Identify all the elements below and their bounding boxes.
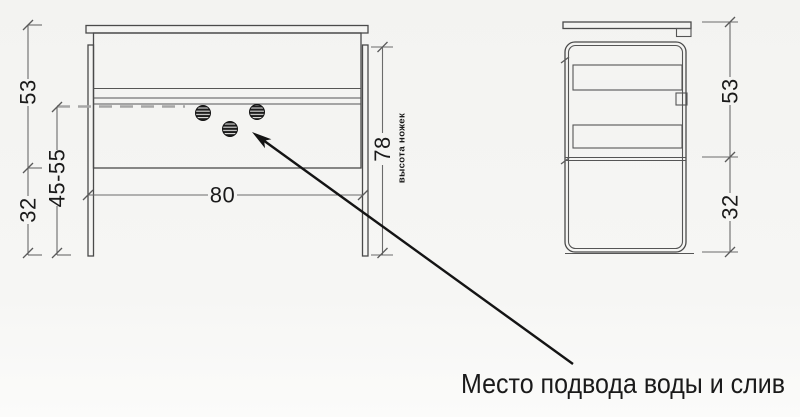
- front-left-leg: [87, 44, 95, 257]
- dim-tick: [377, 41, 388, 53]
- dim-tick: [724, 16, 736, 28]
- dim-label-side-lower: 32: [718, 194, 743, 219]
- water-supply-hole-left: [195, 105, 211, 121]
- dim-label-leg-height: 78: [370, 136, 395, 161]
- dim-side-depths: 53 32: [702, 16, 743, 258]
- dim-label-front-height-lower: 32: [16, 197, 41, 222]
- front-countertop: [85, 24, 369, 34]
- dim-tick: [724, 151, 736, 163]
- callout-label: Место подвода воды и слив: [461, 368, 785, 399]
- dim-label-side-upper: 53: [718, 78, 743, 103]
- dim-leg-height: 78 высота ножек: [370, 41, 408, 259]
- dim-tick: [82, 189, 94, 201]
- side-edge-mark: [560, 56, 570, 64]
- dim-supply-height: 45-55: [45, 101, 71, 259]
- callout-arrow-line: [262, 139, 574, 365]
- side-body-inner-outline: [567, 44, 684, 250]
- drain-hole-center: [222, 121, 238, 137]
- front-body-panel: [92, 32, 362, 169]
- dim-tick: [22, 247, 34, 259]
- side-drawer-upper: [572, 64, 683, 91]
- front-view: [57, 24, 369, 257]
- dim-tick: [51, 247, 63, 259]
- front-right-leg: [361, 44, 369, 257]
- callout-arrowhead-icon: [252, 132, 272, 149]
- side-handle-notch: [675, 92, 688, 106]
- dim-tick: [22, 162, 34, 174]
- side-drawer-lower: [572, 124, 683, 149]
- side-view: [560, 21, 694, 255]
- side-countertop: [562, 21, 692, 30]
- side-body-panel: [564, 41, 687, 253]
- water-supply-hole-right: [249, 104, 265, 120]
- dim-front-heights: 53 32: [16, 19, 42, 259]
- dim-tick: [22, 19, 34, 31]
- dim-label-front-width: 80: [210, 183, 235, 208]
- callout: Место подвода воды и слив: [252, 132, 785, 399]
- dim-front-width: 80: [82, 183, 369, 208]
- side-edge-mark: [560, 157, 570, 165]
- side-countertop-front-edge: [675, 27, 692, 38]
- dim-tick: [724, 246, 736, 258]
- dim-label-front-height-upper: 53: [16, 79, 41, 104]
- dim-tick: [51, 101, 63, 113]
- dim-label-supply-height: 45-55: [45, 149, 70, 208]
- dim-tick: [377, 247, 388, 259]
- dim-note-leg-height: высота ножек: [397, 113, 408, 183]
- dim-tick: [357, 189, 369, 201]
